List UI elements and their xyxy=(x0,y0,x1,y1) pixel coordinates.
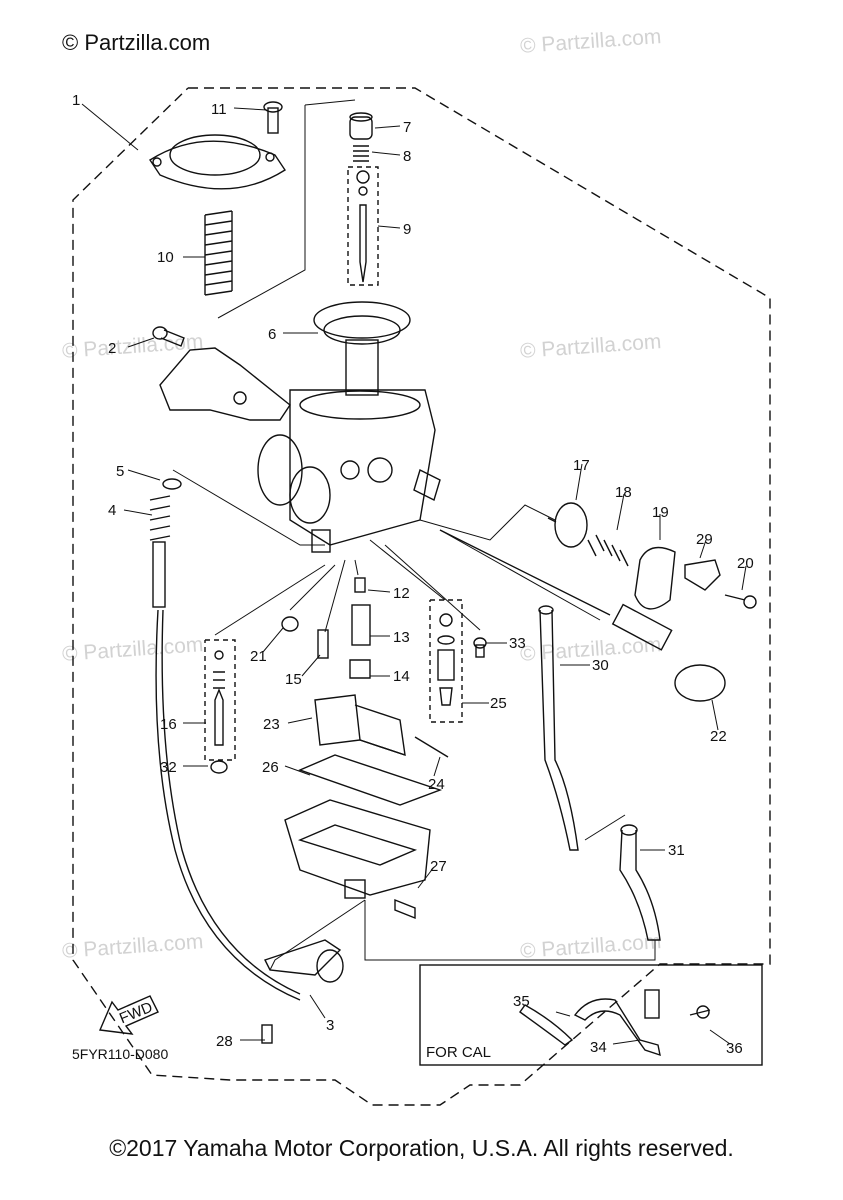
cap xyxy=(349,112,373,140)
callout-14: 14 xyxy=(393,668,410,685)
callout-13: 13 xyxy=(393,629,410,646)
needle-group-outline xyxy=(347,166,379,286)
callout-28: 28 xyxy=(216,1033,233,1050)
drain-pipe xyxy=(573,989,661,1057)
callout-20: 20 xyxy=(737,555,754,572)
washer xyxy=(281,616,299,632)
hose xyxy=(519,1004,574,1046)
choke-plunger xyxy=(547,502,588,548)
fwd-label: FWD xyxy=(117,999,155,1028)
callout-18: 18 xyxy=(615,484,632,501)
callout-23: 23 xyxy=(263,716,280,733)
footer-copyright: ©2017 Yamaha Motor Corporation, U.S.A. A… xyxy=(109,1135,734,1161)
plug xyxy=(210,760,228,774)
vent-hose xyxy=(538,605,579,851)
float-pin xyxy=(414,736,449,758)
spring xyxy=(353,145,369,162)
overflow-hose xyxy=(619,824,661,941)
callout-6: 6 xyxy=(268,326,276,343)
callout-29: 29 xyxy=(696,531,713,548)
callout-27: 27 xyxy=(430,858,447,875)
callout-25: 25 xyxy=(490,695,507,712)
callout-33: 33 xyxy=(509,635,526,652)
fwd-arrow-icon xyxy=(98,995,159,1035)
callout-35: 35 xyxy=(513,993,530,1010)
diaphragm-piston xyxy=(313,301,411,396)
callout-2: 2 xyxy=(108,340,116,357)
callout-17: 17 xyxy=(573,457,590,474)
screw xyxy=(724,594,757,609)
callout-1: 1 xyxy=(72,92,80,109)
callout-12: 12 xyxy=(393,585,410,602)
callout-15: 15 xyxy=(285,671,302,688)
callout-31: 31 xyxy=(668,842,685,859)
screw xyxy=(261,1024,273,1044)
callout-4: 4 xyxy=(108,502,116,519)
spring xyxy=(204,210,233,296)
spring xyxy=(587,534,629,567)
inset-label: FOR CAL xyxy=(426,1044,492,1061)
callout-24: 24 xyxy=(428,776,445,793)
callout-26: 26 xyxy=(262,759,279,776)
callout-8: 8 xyxy=(403,148,411,165)
leader-lines xyxy=(81,103,747,1045)
drain-screw xyxy=(394,898,416,920)
for-cal-inset xyxy=(419,964,763,1066)
callout-34: 34 xyxy=(590,1039,607,1056)
choke-cover xyxy=(634,546,676,610)
top-cover xyxy=(149,134,286,190)
callout-36: 36 xyxy=(726,1040,743,1057)
carburetor-body xyxy=(257,389,441,553)
screw xyxy=(689,1005,711,1019)
throttle-stop-bracket xyxy=(264,939,344,983)
screw xyxy=(263,101,283,134)
callout-22: 22 xyxy=(710,728,727,745)
callout-32: 32 xyxy=(160,759,177,776)
choke-lever xyxy=(684,559,721,591)
assembly-boundary xyxy=(72,87,771,1106)
float-bowl-gasket xyxy=(298,754,443,806)
pilot-jet xyxy=(317,629,329,659)
callout-3: 3 xyxy=(326,1017,334,1034)
float-needle-group-outline xyxy=(429,599,463,723)
callout-5: 5 xyxy=(116,463,124,480)
callout-16: 16 xyxy=(160,716,177,733)
callout-19: 19 xyxy=(652,504,669,521)
bolt xyxy=(152,326,185,347)
callout-numbers: 1 2 3 4 5 6 7 8 9 10 11 12 13 14 15 16 1… xyxy=(72,92,754,1057)
float xyxy=(314,694,406,757)
callout-21: 21 xyxy=(250,648,267,665)
callout-9: 9 xyxy=(403,221,411,238)
pilot-screw xyxy=(213,650,225,746)
choke-knob xyxy=(439,529,726,702)
diagram-code: 5FYR110-D080 xyxy=(72,1046,169,1062)
pilot-jet-group-outline xyxy=(204,639,236,761)
callout-10: 10 xyxy=(157,249,174,266)
assembly-reference-lines xyxy=(172,99,656,971)
cable-bracket xyxy=(159,347,291,421)
float-needle-set xyxy=(437,613,455,706)
jet-needle xyxy=(356,170,370,283)
callout-11: 11 xyxy=(211,101,227,118)
jet-holder xyxy=(349,659,371,679)
float-bowl xyxy=(284,799,431,899)
screw xyxy=(473,637,487,658)
callout-30: 30 xyxy=(592,657,609,674)
needle-jet xyxy=(351,604,371,646)
copyright-notice: © Partzilla.com xyxy=(62,30,211,55)
throttle-cable xyxy=(149,478,301,1001)
main-jet xyxy=(354,577,366,593)
callout-7: 7 xyxy=(403,119,411,136)
